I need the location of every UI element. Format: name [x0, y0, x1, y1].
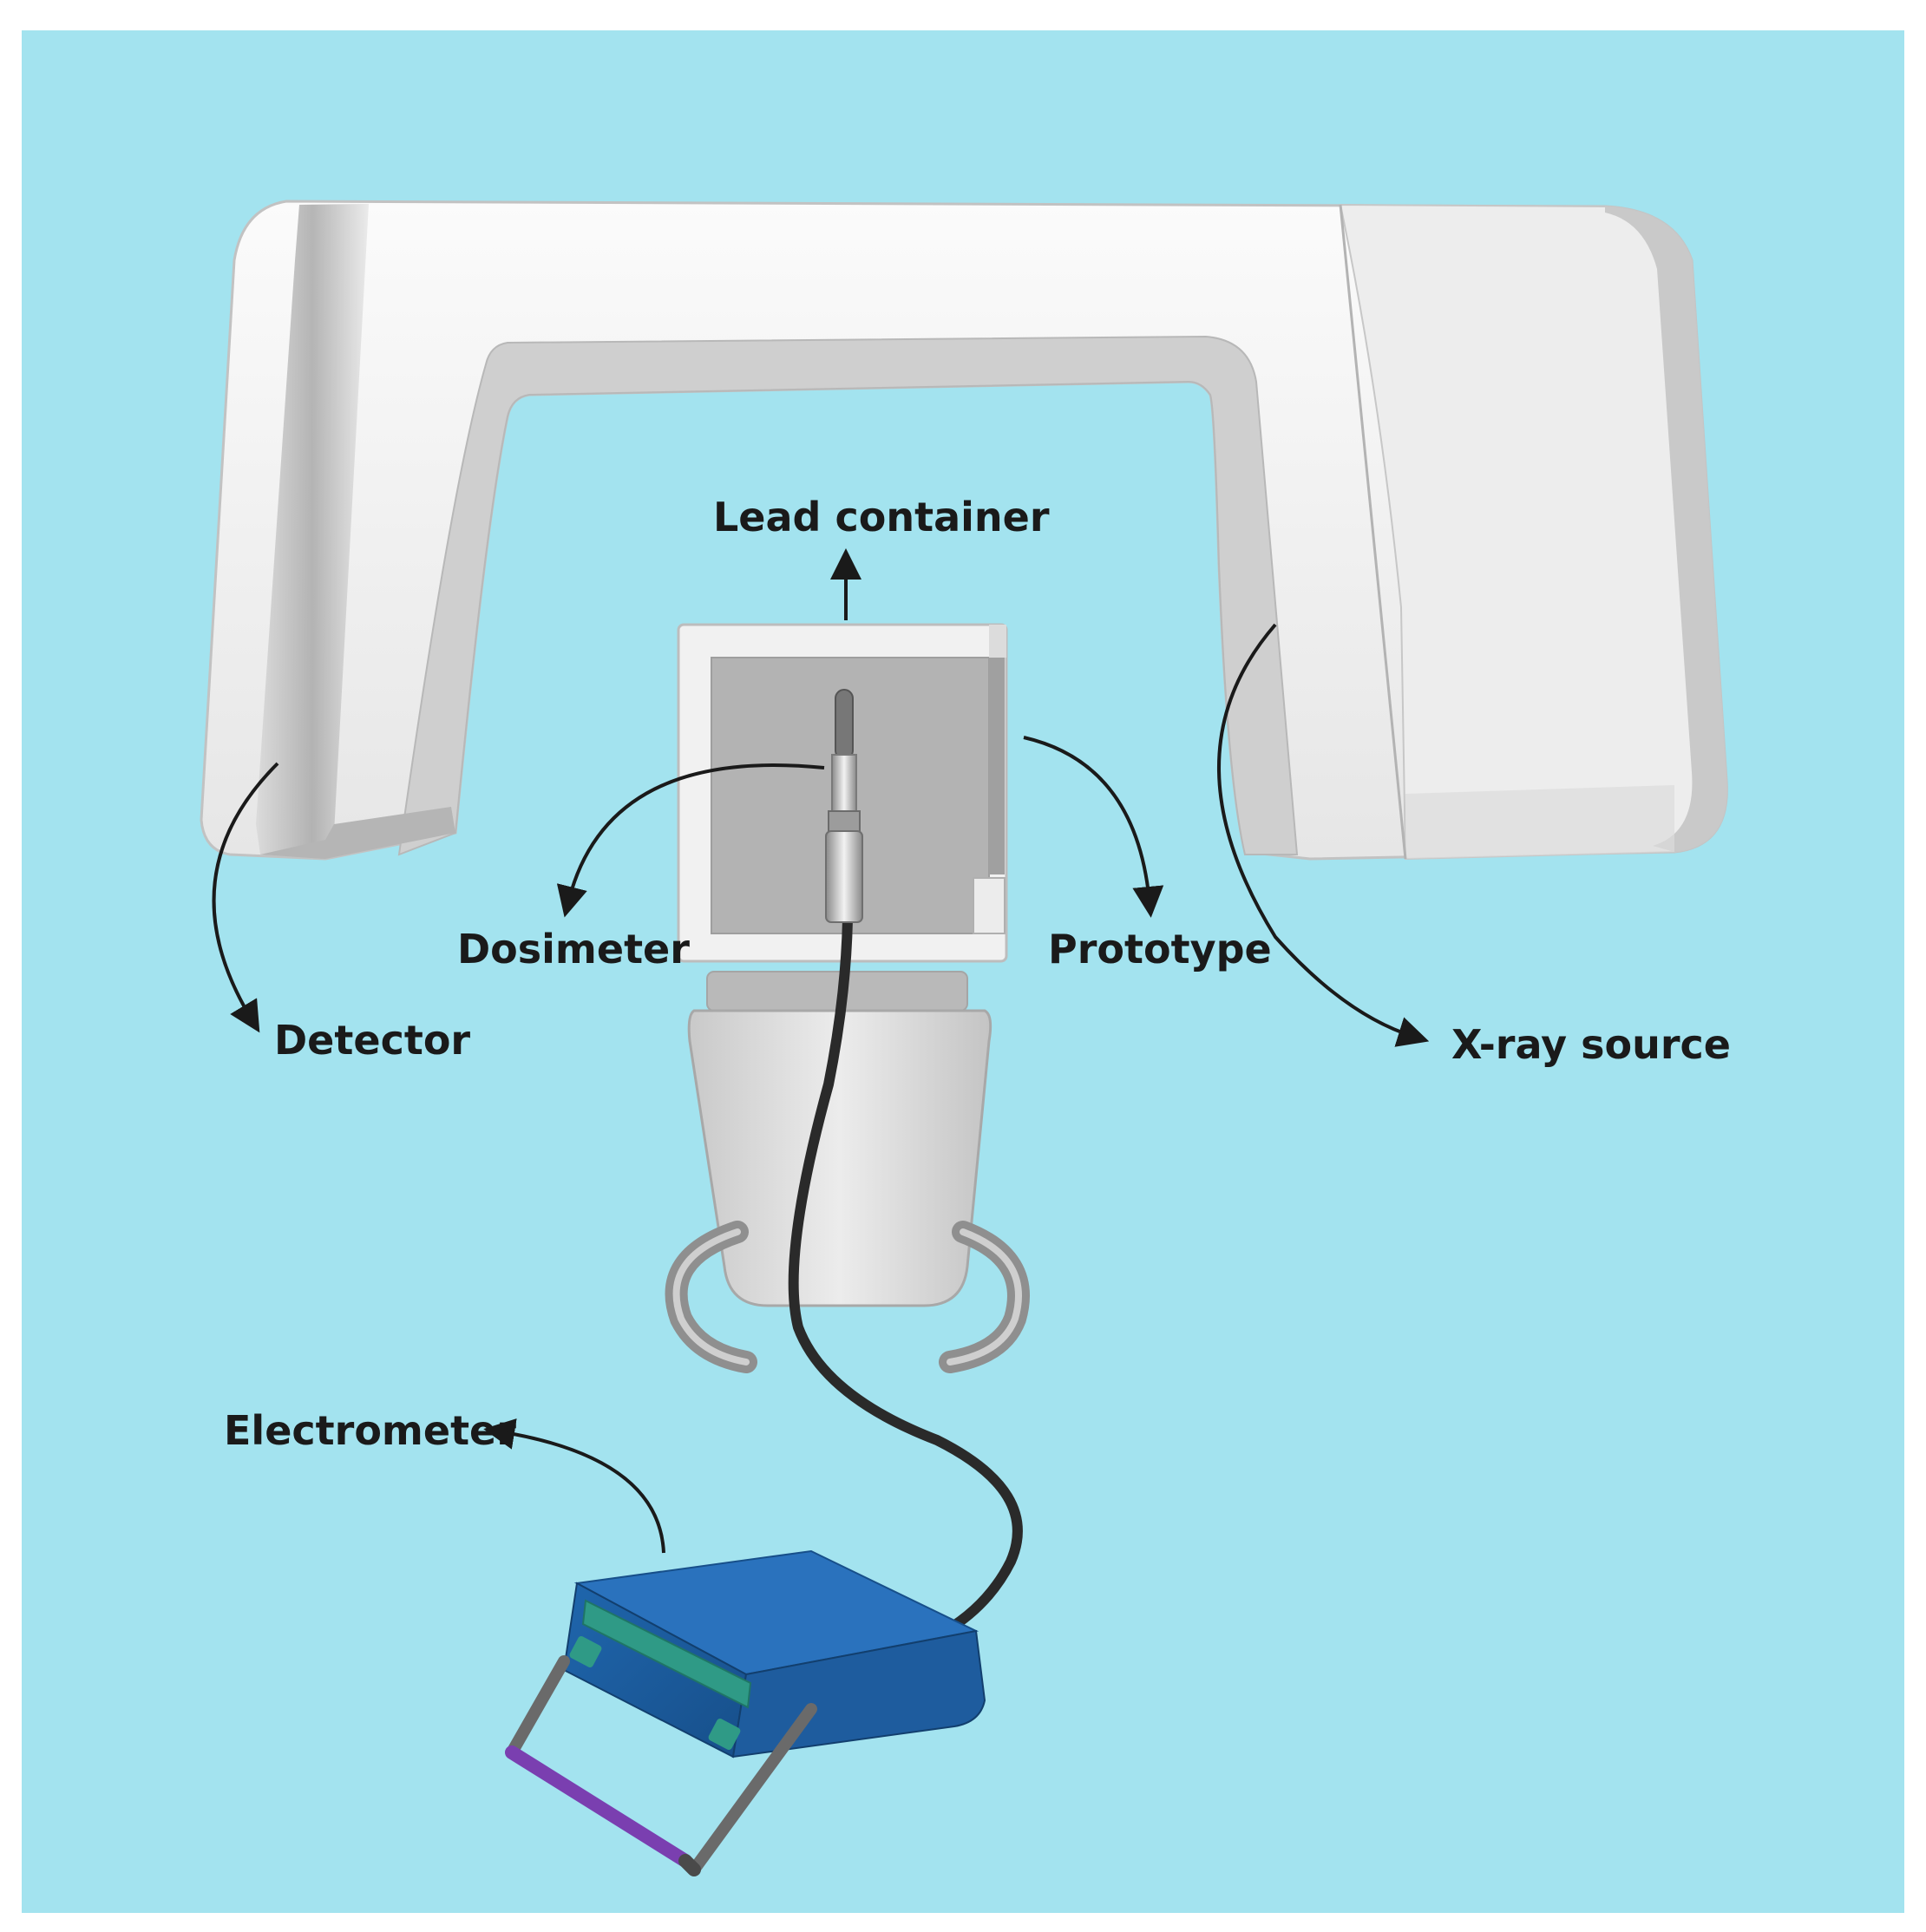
arrow-electrometer	[483, 1418, 665, 1554]
arrow-xray-source	[1217, 623, 1430, 1047]
electrometer-handle-grip-end	[678, 1854, 701, 1876]
xray-source-seam	[1339, 204, 1407, 860]
dosimeter-collar	[828, 810, 861, 834]
electrometer-button-left	[569, 1636, 602, 1667]
dosimeter-handle	[825, 830, 863, 923]
detector-face	[260, 807, 455, 859]
dosimeter-probe	[825, 689, 863, 923]
gantry	[200, 200, 1728, 861]
label-xray-source: X-ray source	[1451, 1021, 1731, 1068]
arrow-dosimeter	[556, 763, 825, 918]
prototype-top-lip	[989, 625, 1006, 658]
arrow-prototype	[1023, 736, 1164, 918]
left-support-arm-highlight	[672, 1228, 750, 1365]
prototype-notch	[973, 877, 1006, 934]
electrometer-handle-right	[688, 1703, 817, 1876]
detector-housing-shade	[256, 204, 369, 859]
label-dosimeter: Dosimeter	[457, 926, 690, 973]
annotation-arrows	[212, 548, 1430, 1554]
prototype-slot	[989, 658, 1005, 874]
positioning-block-body	[687, 1009, 992, 1307]
electrometer-handle-left	[506, 1655, 570, 1758]
positioning-block	[665, 971, 1030, 1373]
xray-source-lower-shade	[1405, 785, 1674, 859]
label-prototype: Prototype	[1048, 926, 1272, 973]
dosimeter-tip	[835, 689, 854, 760]
electrometer	[505, 1549, 986, 1876]
electrometer-display	[581, 1599, 752, 1709]
xray-source-edge-shade	[1605, 206, 1727, 852]
gantry-inner-recess	[397, 335, 1299, 856]
electrometer-handle-grip	[505, 1745, 692, 1868]
label-electrometer: Electrometer	[224, 1407, 516, 1454]
electrometer-button-right	[708, 1719, 741, 1750]
dosimeter-cable	[788, 914, 1023, 1636]
label-lead-container: Lead container	[713, 494, 1050, 540]
right-support-arm-highlight	[947, 1228, 1022, 1365]
arrow-detector	[212, 762, 279, 1033]
label-detector: Detector	[274, 1017, 470, 1064]
dosimeter-neck	[831, 754, 857, 816]
